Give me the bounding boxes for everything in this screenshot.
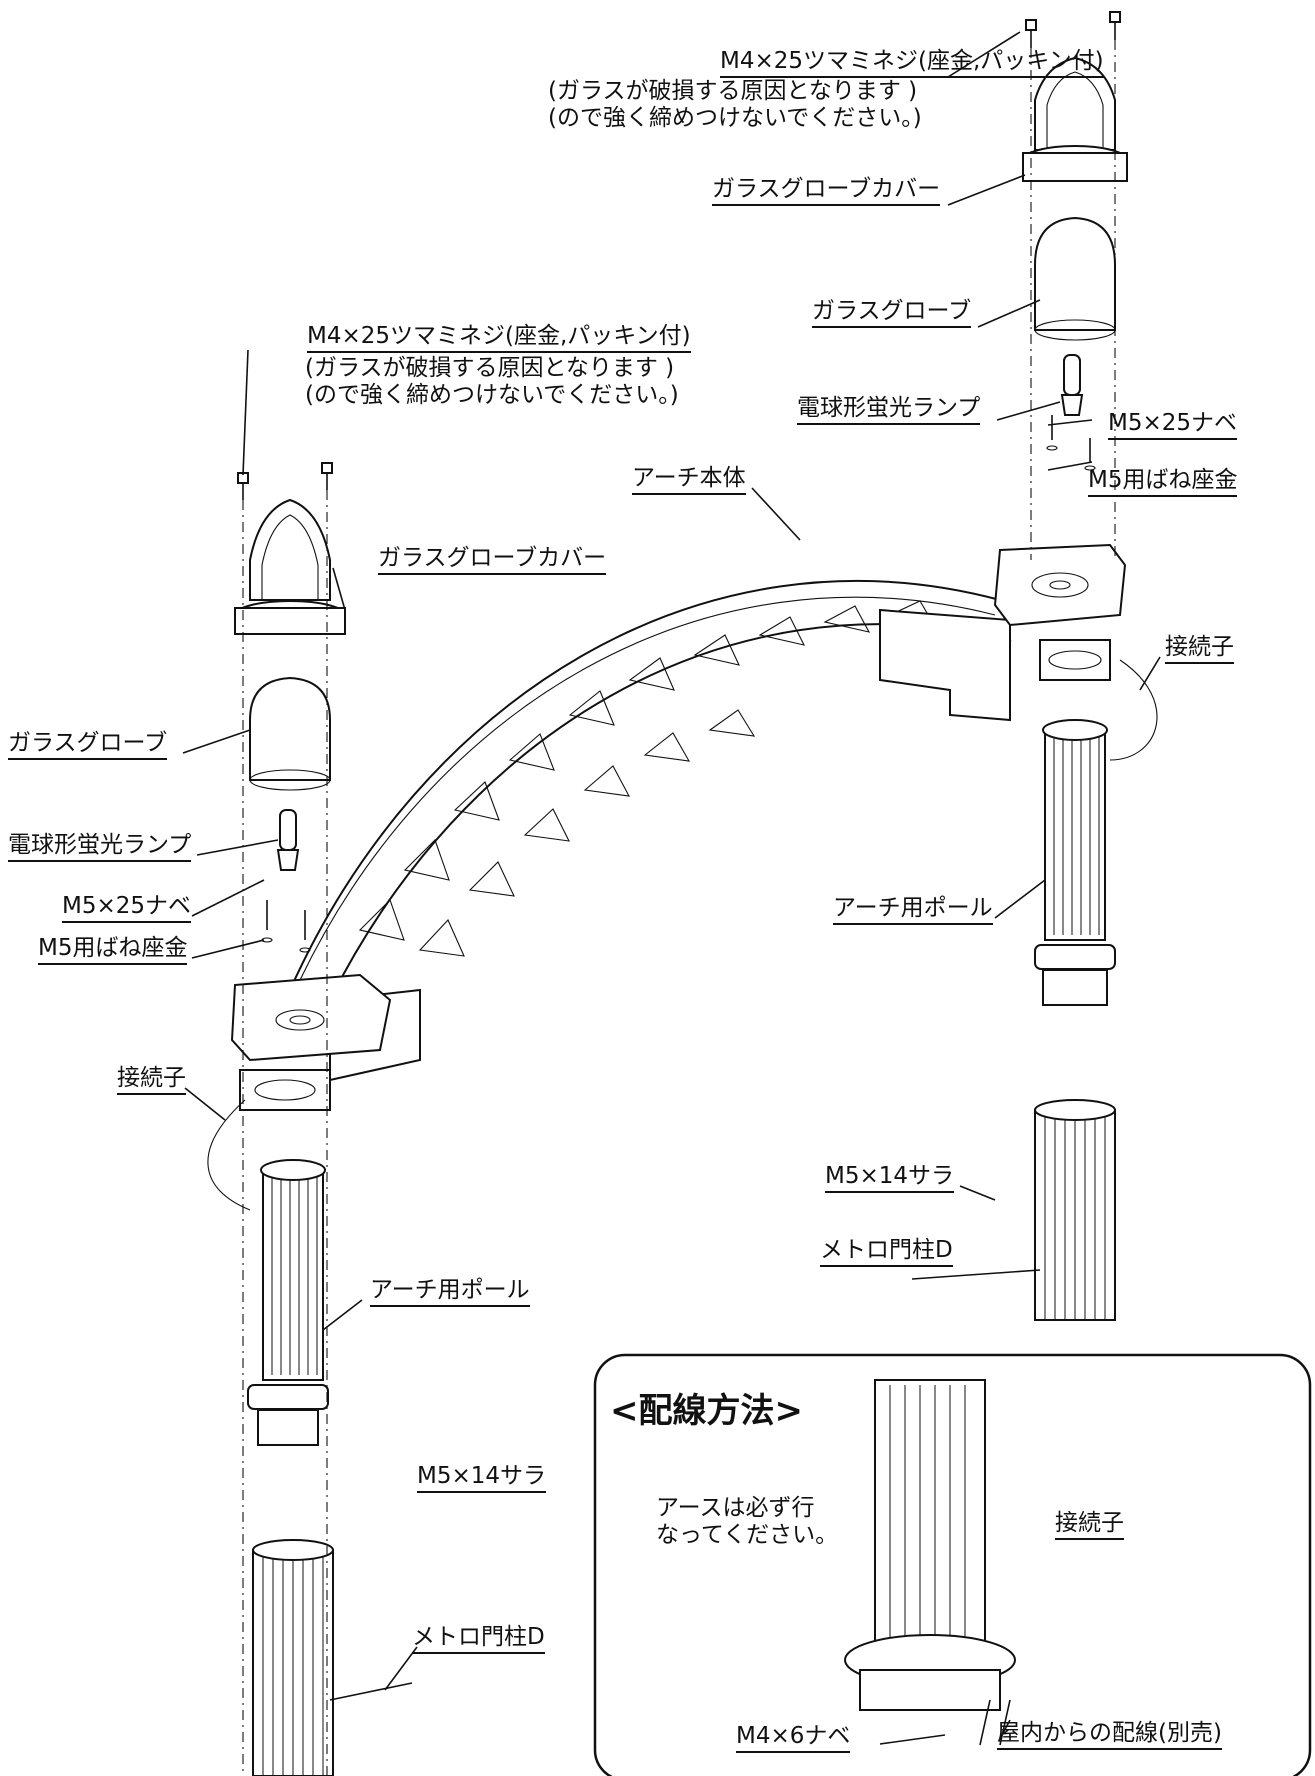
label-washer-right: M5用ばね座金 xyxy=(1088,467,1238,498)
left-base-box xyxy=(230,973,392,1111)
label-globe-cover-right: ガラスグローブカバー xyxy=(712,176,941,207)
label-arch-pole-right: アーチ用ポール xyxy=(833,895,993,926)
note-l-line-2-close: ) xyxy=(669,382,679,409)
label-pan-screw-right: M5×25ナベ xyxy=(1108,410,1238,441)
label-gate-post-left: メトロ門柱D xyxy=(412,1624,545,1655)
note-l-line-2-open: ( xyxy=(305,382,314,409)
label-screw-top-left: M4×25ツマミネジ(座金,パッキン付) xyxy=(307,323,691,354)
note-line-1: ( xyxy=(548,78,557,104)
inset-label-screw: M4×6ナベ xyxy=(736,1723,851,1754)
label-lamp-right: 電球形蛍光ランプ xyxy=(797,395,981,426)
note-l-line-1-close: ) xyxy=(657,355,675,381)
right-screw-pair xyxy=(1025,11,1121,48)
right-centerline xyxy=(1030,40,1116,560)
note-screw-top-left: (ガラスが破損する原因となります ) (ので強く締めつけないでください。) xyxy=(305,355,679,409)
inset-earth-line-2: なってください。 xyxy=(656,1522,839,1549)
right-lamp xyxy=(1060,354,1084,416)
label-globe-right: ガラスグローブ xyxy=(812,298,972,329)
leader-lines xyxy=(182,31,1161,1701)
label-gate-post-right: メトロ門柱D xyxy=(820,1237,953,1268)
left-globe-cover xyxy=(234,498,346,635)
label-lamp-left: 電球形蛍光ランプ xyxy=(8,832,192,863)
note-l-line-1-text: ガラスが破損する原因となります xyxy=(313,355,658,381)
left-screw-pair xyxy=(237,462,333,500)
label-arch-body: アーチ本体 xyxy=(632,465,746,496)
inset-label-connector: 接続子 xyxy=(1055,1510,1124,1541)
left-glass-globe xyxy=(249,676,331,791)
note-line-1-text: ガラスが破損する原因となります xyxy=(556,78,901,104)
right-connector-wire xyxy=(1109,659,1158,761)
left-centerline xyxy=(242,490,328,1776)
label-globe-left: ガラスグローブ xyxy=(8,730,168,761)
label-flat-screw-right: M5×14サラ xyxy=(825,1163,955,1194)
label-arch-pole-left: アーチ用ポール xyxy=(370,1277,530,1308)
label-connector-left: 接続子 xyxy=(117,1065,186,1096)
inset-label-wiring: 屋内からの配線(別売) xyxy=(997,1720,1222,1751)
right-gate-post xyxy=(1034,1099,1116,1321)
inset-title: <配線方法> xyxy=(610,1391,803,1431)
label-washer-left: M5用ばね座金 xyxy=(38,935,188,966)
inset-earth-line-1: アースは必ず行 xyxy=(656,1495,815,1521)
label-screw-top-right: M4×25ツマミネジ(座金,パッキン付) xyxy=(720,48,1104,79)
right-base-box xyxy=(993,543,1127,681)
left-lamp xyxy=(276,809,300,871)
label-pan-screw-left: M5×25ナベ xyxy=(62,893,192,924)
right-glass-globe xyxy=(1034,216,1116,341)
note-screw-top-right: (ガラスが破損する原因となります ) (ので強く締めつけないでください。) xyxy=(548,78,922,132)
label-flat-screw-left: M5×14サラ xyxy=(417,1463,547,1494)
left-connector-wire xyxy=(207,1099,251,1211)
note-l-line-1-open: ( xyxy=(305,355,314,381)
arch-body xyxy=(288,579,1012,1082)
note-line-2-text: ので強く締めつけないでください。 xyxy=(556,105,913,132)
wiring-inset xyxy=(593,1353,1312,1776)
note-line-2-open: ( xyxy=(548,105,557,132)
label-connector-right: 接続子 xyxy=(1165,634,1234,665)
left-gate-post xyxy=(252,1539,334,1776)
left-small-screws xyxy=(261,900,311,953)
right-small-screws xyxy=(1046,415,1096,471)
left-arch-pole xyxy=(247,1159,329,1446)
note-l-line-2-text: ので強く締めつけないでください。 xyxy=(313,382,670,409)
label-globe-cover-left: ガラスグローブカバー xyxy=(378,545,607,576)
note-line-2-close: ) xyxy=(912,105,922,132)
inset-earth-note: アースは必ず行 なってください。 xyxy=(656,1495,838,1549)
right-arch-pole xyxy=(1034,719,1116,1006)
note-line-1-close: ) xyxy=(900,78,918,104)
right-globe-cover xyxy=(1022,56,1128,182)
